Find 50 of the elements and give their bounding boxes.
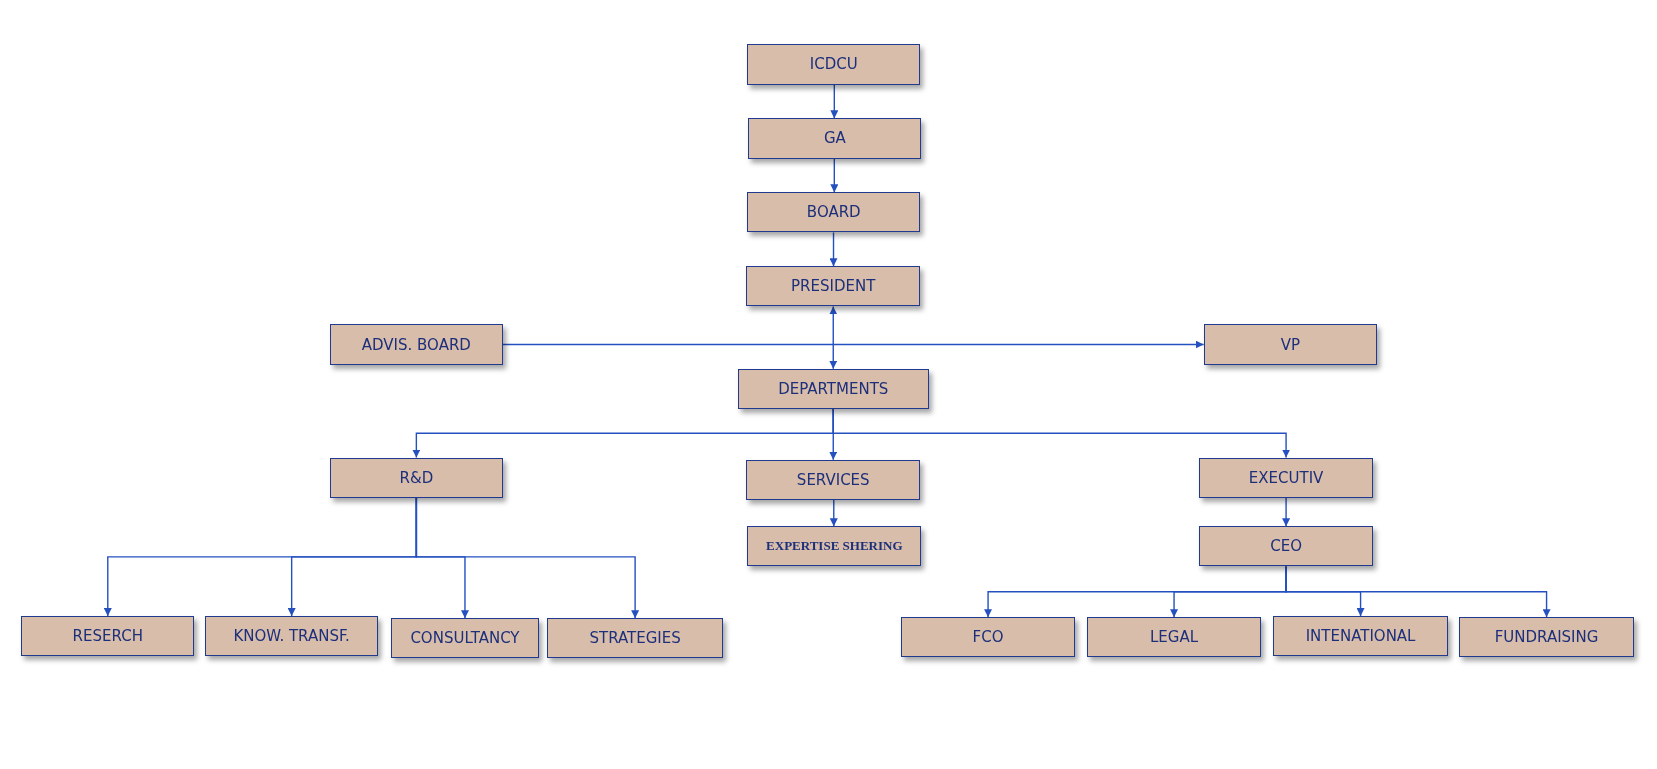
unit-name: RESERCH <box>72 627 143 646</box>
unit-name: EXECUTIV <box>1248 468 1324 487</box>
org-unit-box <box>1273 616 1448 657</box>
org-unit-box <box>747 44 921 85</box>
unit-name: STRATEGIES <box>589 629 681 648</box>
org-unit-box <box>1087 617 1261 658</box>
unit-name: ADVIS. BOARD <box>361 335 471 354</box>
connector-arrow <box>830 83 839 120</box>
connector-arrow <box>829 305 838 370</box>
org-unit-box <box>1459 617 1634 658</box>
org-unit-box <box>747 192 921 233</box>
connector-arrow <box>830 157 839 194</box>
unit-name: LEGAL <box>1150 628 1199 647</box>
unit-name: ICDCU <box>809 55 858 74</box>
connector-arrow <box>502 340 1205 349</box>
connector-arrow <box>1285 565 1551 618</box>
org-unit-box <box>746 266 921 307</box>
org-unit-box <box>329 324 503 365</box>
unit-name: PRESIDENT <box>791 277 876 296</box>
connector-arrow <box>415 497 640 619</box>
org-unit-box <box>21 616 195 657</box>
org-unit-box <box>1203 324 1377 365</box>
unit-name: BOARD <box>806 203 861 222</box>
connector-arrow <box>1282 497 1291 527</box>
org-unit-box <box>391 618 539 659</box>
unit-name: FUNDRAISING <box>1494 628 1599 647</box>
unit-name: CONSULTANCY <box>410 629 520 648</box>
unit-name: VP <box>1280 335 1300 354</box>
org-unit-box <box>329 457 503 498</box>
org-unit-box <box>205 616 379 657</box>
unit-name: FCO <box>972 628 1004 647</box>
org-unit-box <box>747 526 922 567</box>
org-unit-box <box>901 617 1075 658</box>
org-unit-box <box>1199 457 1373 498</box>
unit-name: R&D <box>399 468 434 487</box>
org-unit-box <box>748 118 922 159</box>
unit-name: SERVICES <box>796 470 870 489</box>
unit-name: INTENATIONAL <box>1305 627 1416 646</box>
unit-name: DEPARTMENTS <box>778 379 889 398</box>
unit-name: GA <box>823 129 846 148</box>
org-unit-box <box>737 368 929 409</box>
org-unit-box <box>746 459 921 500</box>
connector-arrow <box>829 231 838 267</box>
unit-name: EXPERTISE SHERING <box>766 538 903 555</box>
org-unit-box <box>1199 526 1373 567</box>
connector-arrow <box>829 499 838 527</box>
org-unit-box <box>547 618 723 659</box>
connector-arrow <box>832 408 1291 459</box>
unit-name: KNOW. TRANSF. <box>233 627 350 646</box>
unit-name: CEO <box>1270 537 1302 556</box>
